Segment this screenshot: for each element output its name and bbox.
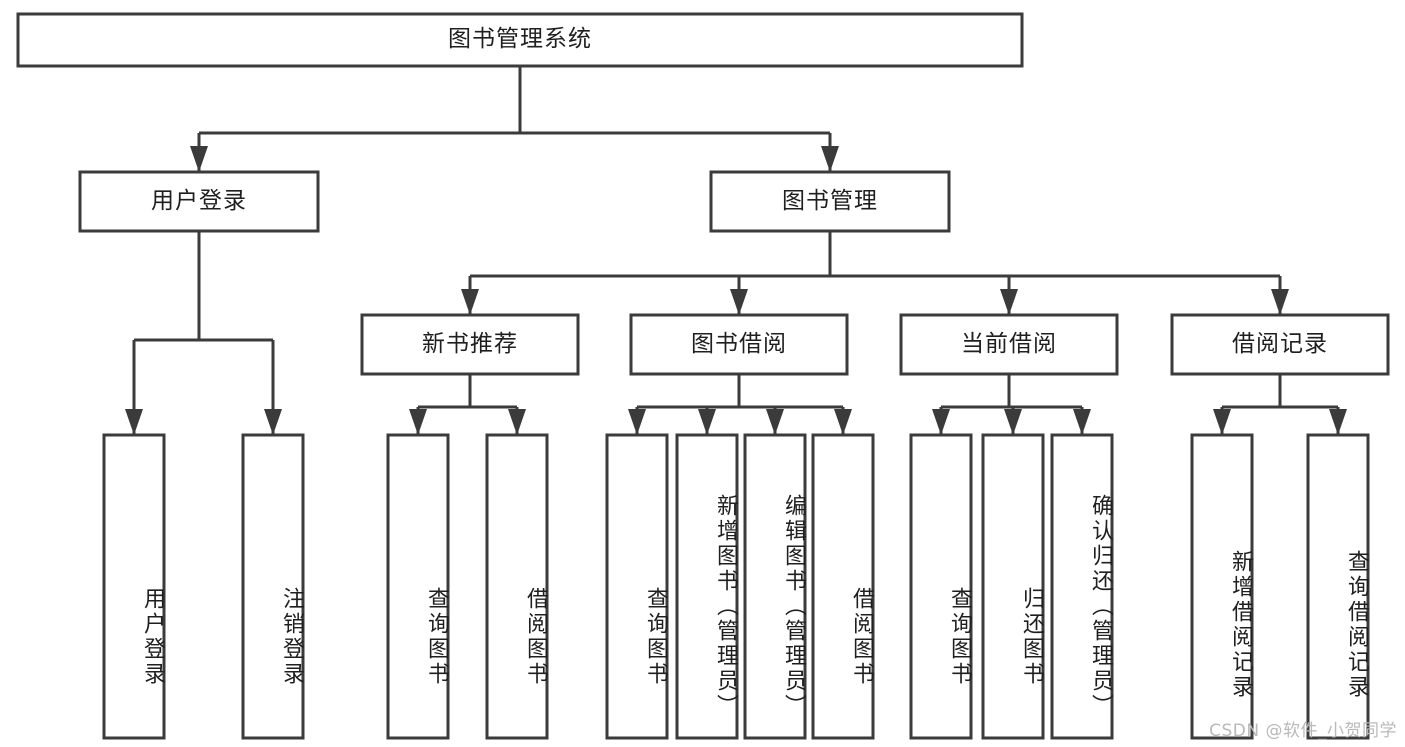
node-user-login[interactable] bbox=[78, 170, 320, 233]
node-leaf-user-logout[interactable] bbox=[241, 433, 305, 740]
arrow-head-icon bbox=[766, 409, 784, 435]
node-leaf-return-book[interactable] bbox=[981, 433, 1045, 740]
node-leaf-query-book-borrow[interactable] bbox=[605, 433, 669, 740]
node-current-borrow[interactable] bbox=[899, 313, 1119, 376]
arrow-head-icon bbox=[1213, 409, 1231, 435]
node-leaf-edit-book-admin[interactable] bbox=[743, 433, 807, 740]
node-leaf-query-book-recommend[interactable] bbox=[386, 433, 450, 740]
csdn-watermark: CSDN @软件_小贺同学 bbox=[1209, 721, 1397, 741]
node-root-root[interactable] bbox=[16, 12, 1024, 68]
arrow-head-icon bbox=[932, 409, 950, 435]
node-box-group bbox=[16, 12, 1390, 740]
node-leaf-query-book-current[interactable] bbox=[909, 433, 973, 740]
arrow-head-icon bbox=[834, 409, 852, 435]
arrow-head-icon bbox=[1271, 289, 1289, 315]
arrow-head-icon bbox=[461, 289, 479, 315]
arrow-head-icon bbox=[508, 409, 526, 435]
node-borrow-record[interactable] bbox=[1170, 313, 1390, 376]
arrow-head-icon bbox=[1004, 409, 1022, 435]
arrow-head-icon bbox=[264, 409, 282, 435]
arrow-head-icon bbox=[1329, 409, 1347, 435]
node-leaf-confirm-return-admin[interactable] bbox=[1050, 433, 1114, 740]
arrow-head-icon bbox=[698, 409, 716, 435]
node-book-management[interactable] bbox=[709, 170, 951, 233]
connector-group bbox=[125, 66, 1347, 435]
arrow-head-icon bbox=[125, 409, 143, 435]
node-leaf-borrow-book-recommend[interactable] bbox=[485, 433, 549, 740]
node-book-borrow[interactable] bbox=[629, 313, 849, 376]
arrow-head-icon bbox=[1000, 289, 1018, 315]
node-new-book-recommend[interactable] bbox=[360, 313, 580, 376]
arrow-head-icon bbox=[1073, 409, 1091, 435]
node-leaf-user-login[interactable] bbox=[102, 433, 166, 740]
arrow-head-icon bbox=[821, 146, 839, 172]
node-leaf-query-borrow-record[interactable] bbox=[1306, 433, 1370, 740]
arrow-head-icon bbox=[730, 289, 748, 315]
arrow-head-icon bbox=[190, 146, 208, 172]
arrow-head-icon bbox=[409, 409, 427, 435]
node-leaf-add-borrow-record[interactable] bbox=[1190, 433, 1254, 740]
node-leaf-add-book-admin[interactable] bbox=[675, 433, 739, 740]
node-leaf-borrow-book[interactable] bbox=[811, 433, 875, 740]
arrow-head-icon bbox=[628, 409, 646, 435]
